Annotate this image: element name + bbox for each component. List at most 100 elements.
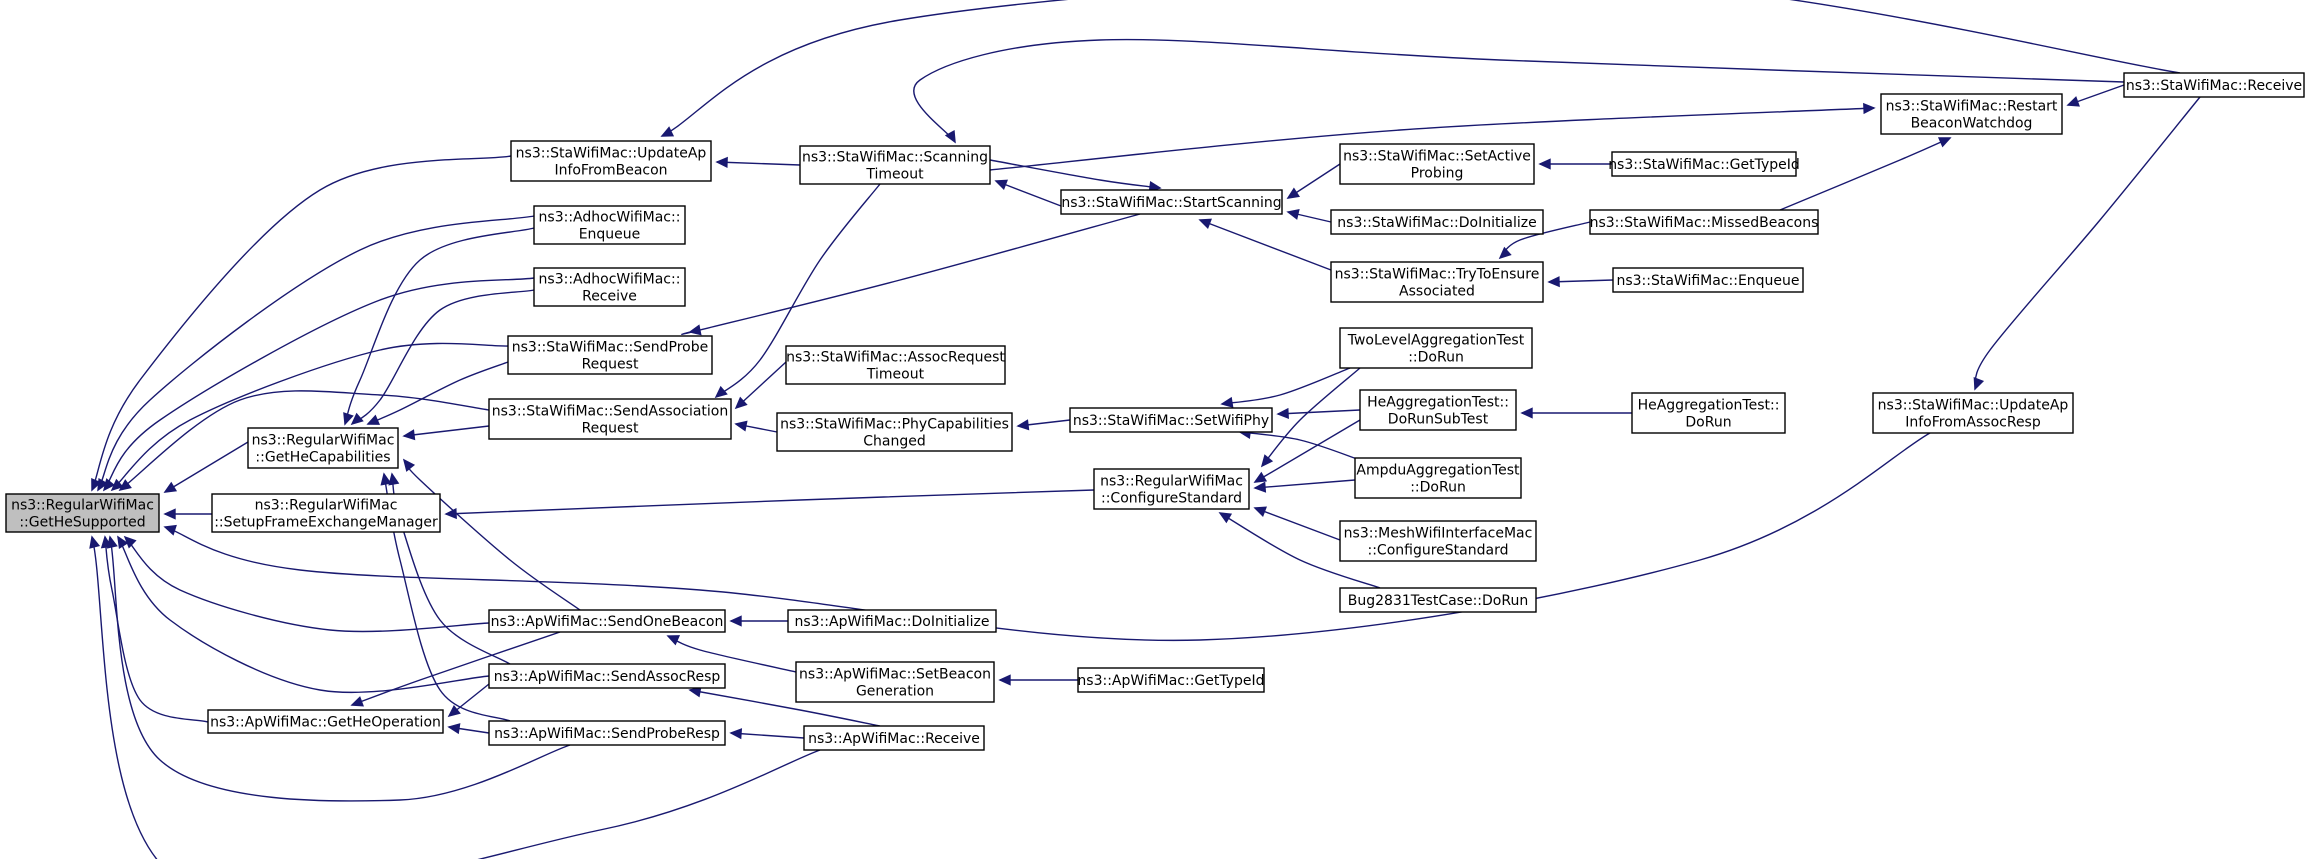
node-label-line: ns3::StaWifiMac::TryToEnsure (1335, 267, 1540, 283)
arrowhead-icon (388, 472, 400, 486)
edge-n24-to-n18 (1198, 218, 1332, 271)
function-node[interactable]: ns3::StaWifiMac::UpdateApInfoFromAssocRe… (1872, 392, 2074, 434)
function-node[interactable]: ns3::ApWifiMac::SendAssocResp (488, 663, 726, 689)
function-node[interactable]: ns3::StaWifiMac::SetWifiPhy (1069, 407, 1273, 433)
node-label-line: ns3::StaWifiMac::UpdateAp (516, 146, 707, 162)
edge-n29-to-n20 (1218, 512, 1381, 589)
function-node[interactable]: ns3::ApWifiMac::SendProbeResp (488, 720, 726, 746)
arrowhead-icon (106, 535, 118, 549)
arrowhead-icon (1286, 208, 1300, 220)
node-box (1359, 389, 1517, 431)
function-node[interactable]: ns3::AdhocWifiMac::Enqueue (533, 205, 686, 245)
edge-n9-to-n0 (123, 535, 490, 633)
edge-n26-to-n20 (1253, 419, 1361, 483)
edge-line (403, 425, 490, 437)
arrowhead-icon (1253, 481, 1267, 493)
function-node[interactable]: ns3::ApWifiMac::Receive (803, 725, 985, 751)
function-node[interactable]: ns3::StaWifiMac::StartScanning (1060, 189, 1283, 215)
function-node[interactable]: ns3::RegularWifiMac::GetHeCapabilities (247, 427, 399, 469)
arrowhead-icon (1220, 396, 1234, 408)
node-box (488, 720, 726, 746)
edge-n32-to-n24 (1547, 276, 1614, 288)
arrowhead-icon (994, 179, 1008, 191)
arrowhead-icon (402, 429, 416, 441)
node-label-line: ns3::StaWifiMac::SendProbe (512, 340, 708, 356)
node-box (1631, 392, 1786, 434)
edge-line (351, 289, 535, 425)
function-node[interactable]: ns3::RegularWifiMac::ConfigureStandard (1093, 468, 1250, 510)
node-box (1612, 267, 1804, 293)
node-label-line: ::GetHeCapabilities (255, 450, 390, 466)
node-label-line: TwoLevelAggregationTest (1347, 333, 1525, 349)
edge-line (681, 213, 1141, 335)
function-node[interactable]: ns3::RegularWifiMac::SetupFrameExchangeM… (211, 493, 441, 533)
node-label-line: ns3::ApWifiMac::SetBeacon (799, 667, 991, 683)
edge-line (913, 38, 2125, 143)
edge-n12-to-n4 (715, 156, 801, 168)
edge-n5-to-n0 (97, 215, 535, 492)
call-graph-edges (89, 0, 2201, 859)
edge-line (1221, 367, 1351, 405)
arrowhead-icon (734, 396, 748, 410)
node-label-line: ns3::RegularWifiMac (11, 498, 154, 514)
edge-line (124, 536, 490, 633)
function-node[interactable]: TwoLevelAggregationTest::DoRun (1339, 327, 1533, 369)
function-node[interactable]: ns3::StaWifiMac::MissedBeacons (1589, 209, 1819, 235)
edge-line (1254, 507, 1341, 541)
node-box (207, 709, 444, 734)
edge-n16-to-n9 (666, 635, 797, 673)
edge-n8-to-n1 (402, 425, 490, 441)
function-node[interactable]: ns3::ApWifiMac::GetHeOperation (207, 709, 444, 734)
edge-n7-to-n0 (110, 342, 509, 492)
function-node[interactable]: ns3::ApWifiMac::GetTypeId (1077, 667, 1265, 693)
arrowhead-icon (163, 508, 176, 520)
edge-n9-to-n1 (402, 458, 581, 611)
function-node[interactable]: ns3::MeshWifiInterfaceMac::ConfigureStan… (1339, 520, 1537, 562)
function-node[interactable]: HeAggregationTest::DoRun (1631, 392, 1786, 434)
node-box (507, 335, 713, 375)
function-node[interactable]: ns3::AdhocWifiMac::Receive (533, 267, 686, 307)
arrowhead-icon (1016, 419, 1030, 431)
node-box (488, 398, 732, 440)
root-function-node[interactable]: ns3::RegularWifiMac::GetHeSupported (5, 493, 160, 533)
node-label-line: ns3::StaWifiMac::SetActive (1343, 149, 1531, 165)
edge-line (91, 155, 512, 491)
function-node[interactable]: ns3::StaWifiMac::Receive (2123, 72, 2305, 98)
edge-n1-to-n0 (163, 441, 249, 493)
node-box (1077, 667, 1265, 693)
arrowhead-icon (1286, 187, 1301, 199)
function-node[interactable]: ns3::StaWifiMac::DoInitialize (1330, 209, 1544, 235)
function-node[interactable]: Bug2831TestCase::DoRun (1339, 587, 1537, 613)
function-node[interactable]: ns3::ApWifiMac::SendOneBeacon (488, 609, 726, 633)
function-node[interactable]: AmpduAggregationTest::DoRun (1354, 457, 1522, 499)
edge-n19-to-n14 (1016, 419, 1071, 431)
node-label-line: Associated (1399, 284, 1475, 300)
arrowhead-icon (1863, 102, 1876, 115)
edge-line (1219, 512, 1381, 589)
node-label-line: Probing (1411, 166, 1464, 182)
edge-line (164, 432, 1931, 642)
arrowhead-icon (91, 477, 102, 492)
arrowhead-icon (734, 420, 748, 432)
function-node[interactable]: ns3::StaWifiMac::GetTypeId (1608, 151, 1800, 177)
function-node[interactable]: ns3::ApWifiMac::DoInitialize (787, 609, 997, 633)
function-node[interactable]: ns3::StaWifiMac::Enqueue (1612, 267, 1804, 293)
node-box (1354, 457, 1522, 499)
node-label-line: Generation (856, 684, 934, 700)
node-box (5, 493, 160, 533)
arrowhead-icon (402, 458, 416, 472)
edge-line (117, 536, 490, 694)
function-node[interactable]: HeAggregationTest::DoRunSubTest (1359, 389, 1517, 431)
edge-line (109, 536, 571, 802)
